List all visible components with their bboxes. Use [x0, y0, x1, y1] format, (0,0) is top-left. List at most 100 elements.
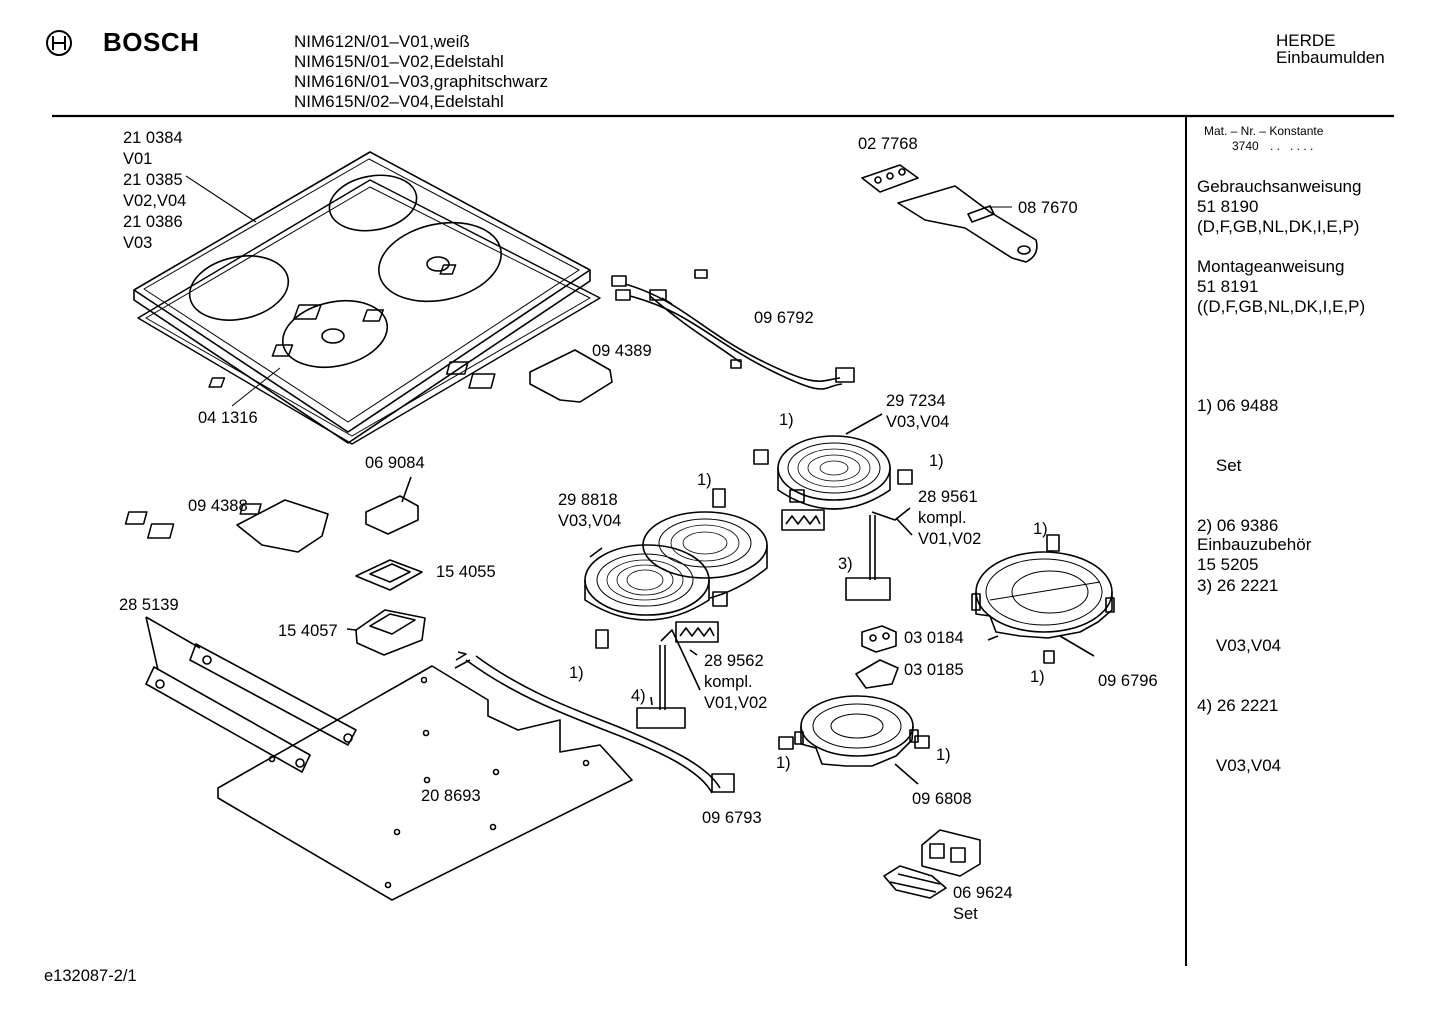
dual-heating-element [584, 511, 768, 621]
limiter-symbol-upper [781, 509, 825, 531]
label-154055: 15 4055 [436, 563, 496, 581]
footnote-line: V03,V04 [1197, 756, 1282, 775]
wiring-harness [611, 269, 855, 390]
footnote-line: Set [1197, 456, 1242, 475]
switch-board-left [124, 499, 329, 553]
section-line: ((D,F,GB,NL,DK,I,E,P) [1197, 297, 1366, 316]
label-208693: 20 8693 [421, 787, 481, 805]
temperature-limiter-lower [636, 629, 701, 729]
mounting-brackets [145, 616, 357, 773]
cooktop-glass [133, 151, 591, 444]
footnotes: 1) 06 9488 Set 2) 06 9386 3) 26 2221 V03… [1197, 356, 1281, 796]
note-marker: 1) [569, 664, 584, 682]
label-297234: 29 7234 [886, 392, 946, 410]
cover-tray [355, 559, 423, 591]
note-marker: 1) [1030, 668, 1045, 686]
temperature-limiter-upper [845, 507, 913, 601]
round-heating-element [777, 413, 891, 510]
label-set: Set [953, 905, 978, 923]
footnote-line: 1) 06 9488 [1197, 396, 1279, 415]
note-marker: 1) [776, 754, 791, 772]
section-line: 51 8190 [1197, 197, 1259, 216]
label-154057: 15 4057 [278, 622, 338, 640]
burner-frame-large [971, 551, 1115, 657]
terminal-cover [855, 659, 899, 689]
connector-set [883, 829, 981, 899]
relay-module [239, 476, 419, 535]
power-cable [454, 651, 735, 794]
label-030185: 03 0185 [904, 661, 964, 679]
label-v01v02-a: V01,V02 [704, 694, 768, 712]
scraper-tool [897, 185, 1038, 263]
label-v03v04-a: V03,V04 [558, 512, 622, 530]
label-285139: 28 5139 [119, 596, 179, 614]
note-marker: 3) [838, 555, 853, 573]
note-marker: 1) [936, 746, 951, 764]
label-030184: 03 0184 [904, 629, 964, 647]
bottom-plate [217, 665, 633, 901]
label-v02v04: V02,V04 [123, 192, 187, 210]
note-marker: 1) [929, 452, 944, 470]
label-210384: 21 0384 [123, 129, 183, 147]
label-v01: V01 [123, 150, 153, 168]
accessory-section: Einbauzubehör 15 5205 [1197, 535, 1311, 575]
section-line: (D,F,GB,NL,DK,I,E,P) [1197, 217, 1360, 236]
category-line: HERDE [1276, 31, 1336, 50]
label-041316: 04 1316 [198, 409, 258, 427]
accessory-value: 15 5205 [1197, 555, 1259, 574]
label-v03: V03 [123, 234, 153, 252]
model-line: NIM615N/02–V04,Edelstahl [294, 92, 504, 111]
retaining-clips [595, 449, 1060, 750]
section-title: Montageanweisung [1197, 257, 1345, 276]
model-list: NIM612N/01–V01,weiß NIM615N/01–V02,Edels… [294, 32, 548, 112]
housing-box [346, 609, 426, 656]
category-line: Einbaumulden [1276, 48, 1385, 67]
category-block: HERDE Einbaumulden [1276, 31, 1385, 68]
bosch-armature-icon [46, 30, 72, 56]
label-v03v04-b: V03,V04 [886, 413, 950, 431]
section-title: Gebrauchsanweisung [1197, 177, 1362, 196]
terminal-block [861, 625, 897, 653]
footnote-line: 2) 06 9386 [1197, 516, 1279, 535]
accessory-title: Einbauzubehör [1197, 535, 1312, 554]
label-087670: 08 7670 [1018, 199, 1078, 217]
mat-number-value: 3740 [1232, 139, 1259, 153]
label-096808: 09 6808 [912, 790, 972, 808]
label-096796: 09 6796 [1098, 672, 1158, 690]
note-marker: 1) [779, 411, 794, 429]
section-line: 51 8191 [1197, 277, 1259, 296]
label-027768: 02 7768 [858, 135, 918, 153]
manual-section-mounting: Montageanweisung 51 8191 ((D,F,GB,NL,DK,… [1197, 257, 1365, 317]
label-069084: 06 9084 [365, 454, 425, 472]
bosch-logo [44, 28, 74, 63]
label-289562: 28 9562 [704, 652, 764, 670]
manual-section-usage: Gebrauchsanweisung 51 8190 (D,F,GB,NL,DK… [1197, 177, 1361, 237]
model-line: NIM615N/01–V02,Edelstahl [294, 52, 504, 71]
mat-number-dots: . . . . . . [1270, 139, 1314, 153]
label-094388: 09 4388 [188, 497, 248, 515]
label-096793: 09 6793 [702, 809, 762, 827]
seal-strip [861, 164, 919, 193]
note-marker: 1) [697, 471, 712, 489]
label-210385: 21 0385 [123, 171, 183, 189]
mat-number-label: Mat. – Nr. – Konstante [1204, 124, 1324, 138]
footnote-line: V03,V04 [1197, 636, 1282, 655]
burner-frame-small [794, 695, 919, 785]
label-069624: 06 9624 [953, 884, 1013, 902]
footnote-line: 3) 26 2221 [1197, 576, 1279, 595]
footnote-line: 4) 26 2221 [1197, 696, 1279, 715]
model-line: NIM616N/01–V03,graphitschwarz [294, 72, 549, 91]
note-marker: 4) [631, 687, 646, 705]
label-298818: 29 8818 [558, 491, 618, 509]
label-210386: 21 0386 [123, 213, 183, 231]
label-094389: 09 4389 [592, 342, 652, 360]
label-kompl-a: kompl. [704, 673, 753, 691]
brand-name: BOSCH [103, 27, 200, 57]
drawing-id: e132087-2/1 [44, 967, 137, 985]
model-line: NIM612N/01–V01,weiß [294, 32, 470, 51]
gasket-frame [137, 179, 601, 445]
note-marker: 1) [1033, 520, 1048, 538]
limiter-symbol-lower [675, 621, 719, 643]
label-289561: 28 9561 [918, 488, 978, 506]
